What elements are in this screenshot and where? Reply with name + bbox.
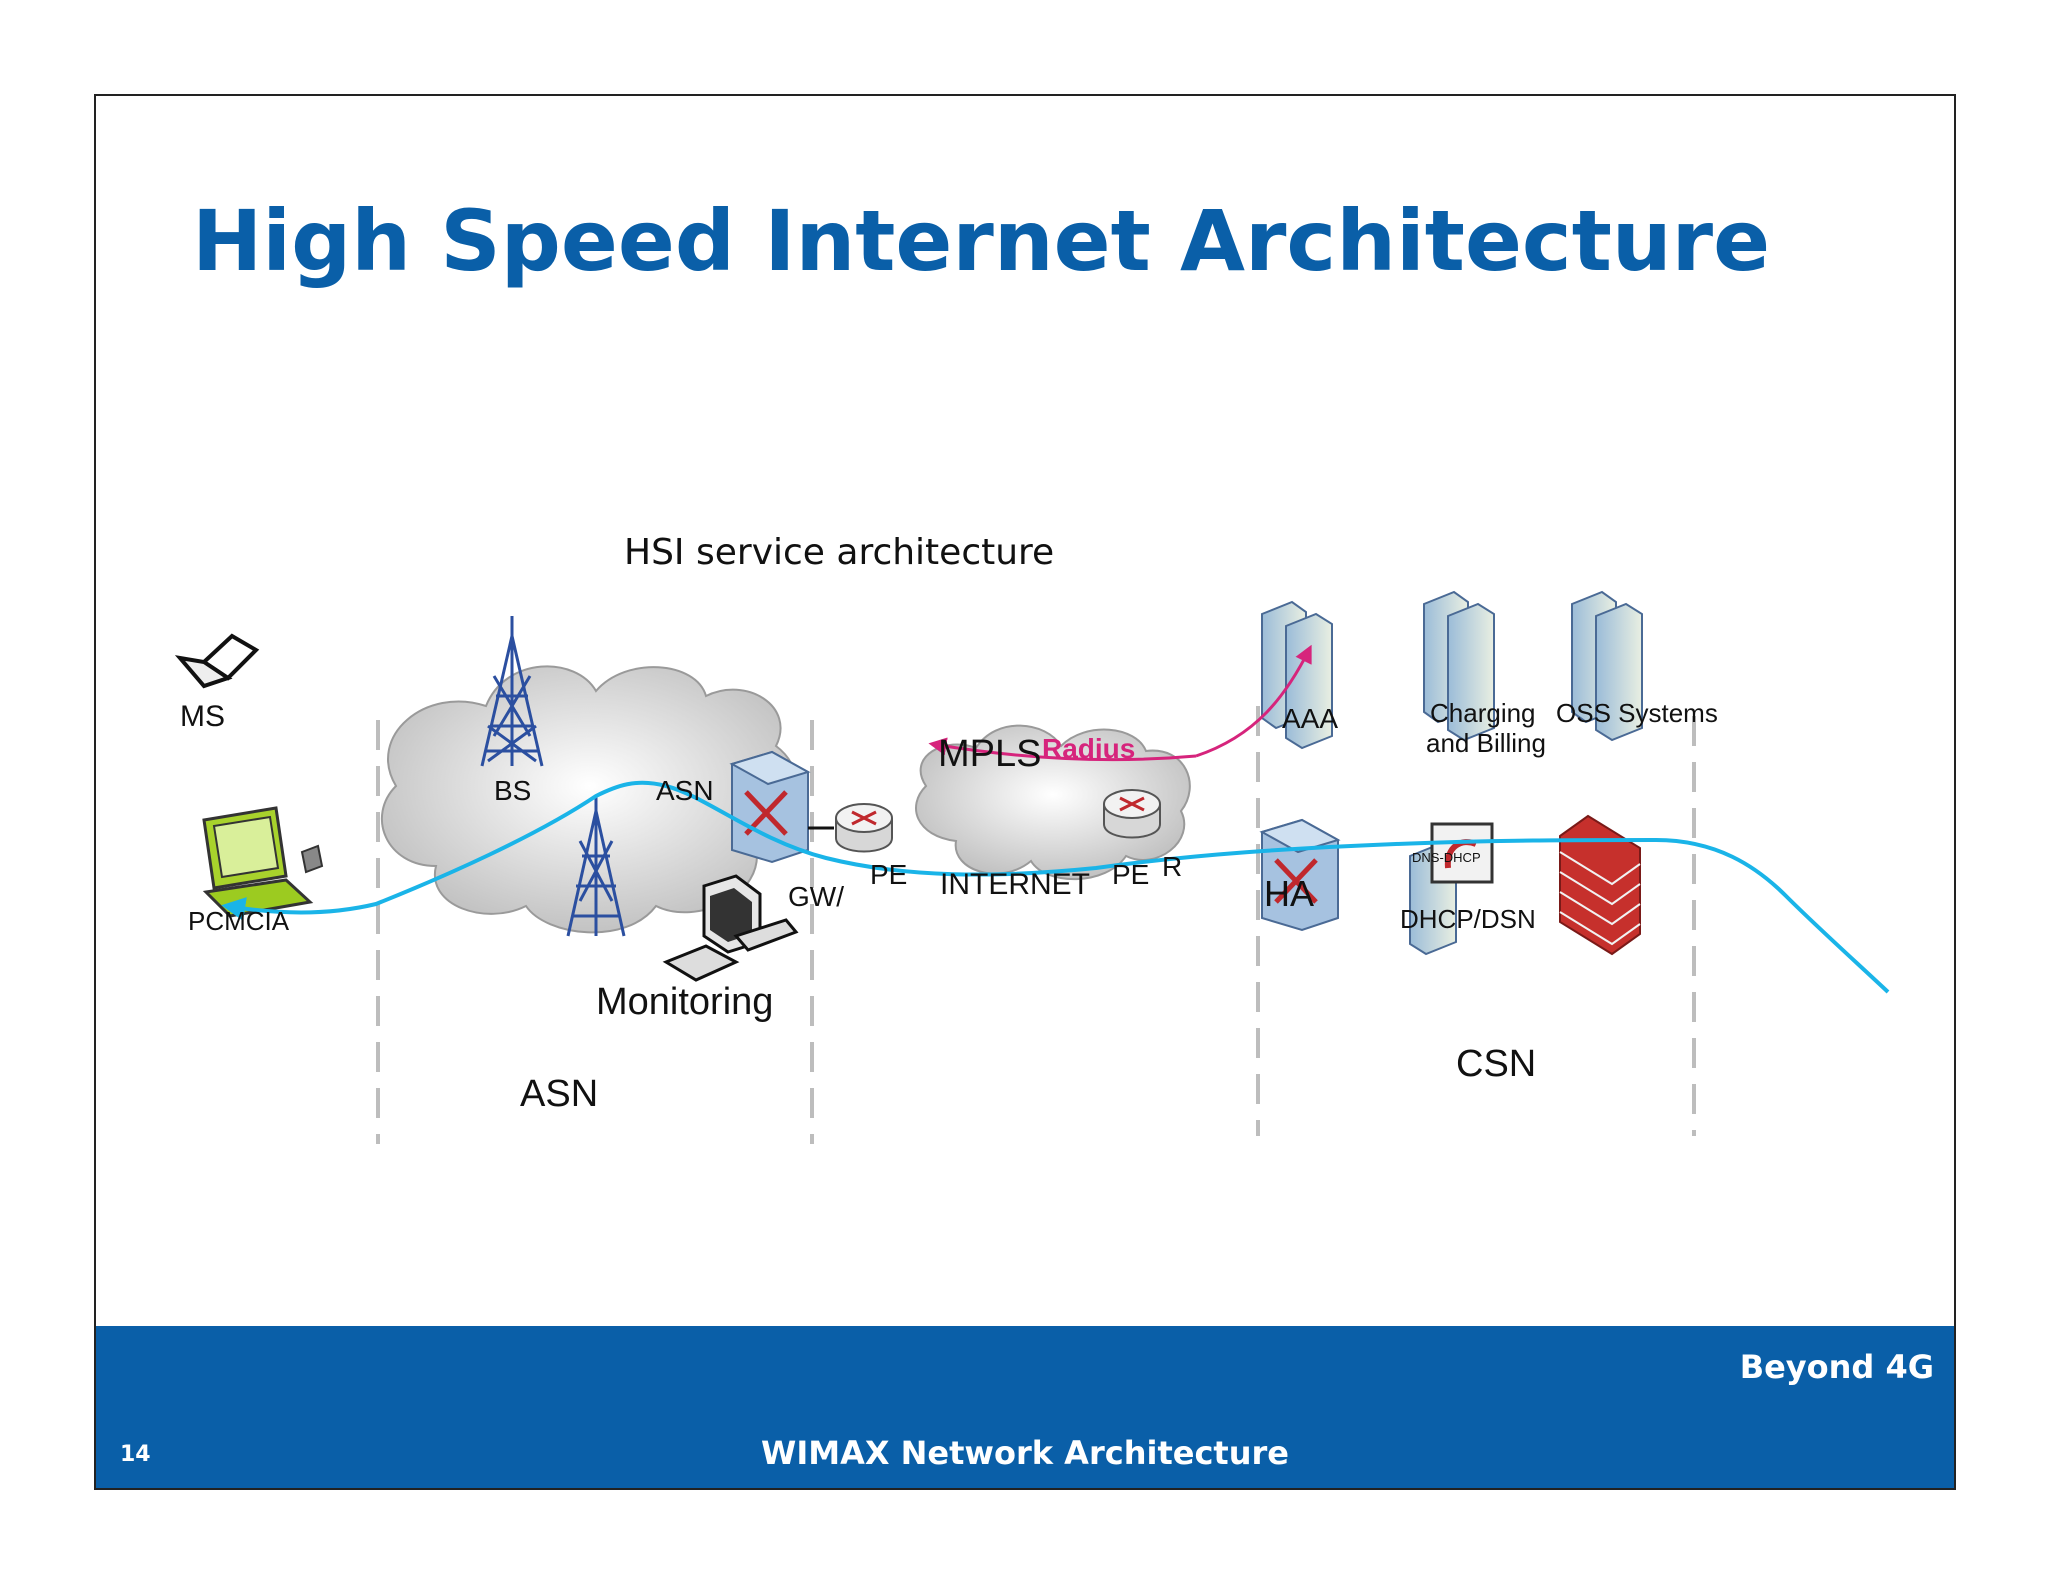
pe-router-1-icon: [835, 803, 893, 853]
monitoring-workstation-icon: [662, 874, 799, 982]
oss-server-icon: [1571, 590, 1643, 742]
label-dns-dhcp: DNS-DHCP: [1412, 850, 1481, 865]
label-csn-zone: CSN: [1456, 1043, 1536, 1085]
label-charging-2: and Billing: [1426, 728, 1546, 758]
label-internet: INTERNET: [940, 868, 1090, 901]
label-pe-2: PE: [1112, 859, 1149, 890]
slide: High Speed Internet Architecture HSI ser…: [94, 94, 1956, 1490]
asn-gw-switch-icon: [729, 750, 811, 864]
charging-server-icon: [1423, 590, 1495, 742]
ms-laptop-icon: [174, 633, 260, 689]
label-monitoring: Monitoring: [596, 981, 773, 1023]
label-aaa: AAA: [1282, 703, 1338, 734]
footer-tagline: Beyond 4G: [1739, 1348, 1934, 1386]
label-asn-gw-top: ASN: [656, 775, 714, 806]
label-pe-1: PE: [870, 859, 907, 890]
pe-router-2-icon: [1103, 789, 1161, 839]
data-flow-path: [221, 780, 1890, 994]
page-number: 14: [120, 1442, 151, 1467]
label-radius: Radius: [1042, 733, 1135, 764]
dns-dhcp-server-icon: [1409, 822, 1494, 956]
label-asn-zone: ASN: [520, 1073, 598, 1115]
slide-title: High Speed Internet Architecture: [192, 192, 1771, 290]
deck-name: WIMAX Network Architecture: [761, 1434, 1289, 1472]
slide-footer: Beyond 4G 14 WIMAX Network Architecture: [96, 1326, 1954, 1488]
label-dhcp-dsn: DHCP/DSN: [1400, 904, 1536, 934]
internet-cloud: [915, 724, 1191, 881]
radius-arrow-back: [928, 737, 1197, 762]
label-gw: GW/: [788, 881, 844, 912]
bs-tower-icon: [480, 616, 544, 767]
label-ms: MS: [180, 700, 225, 733]
firewall-icon: [1559, 814, 1641, 956]
label-bs: BS: [494, 775, 531, 806]
pcmcia-laptop-icon: [202, 806, 324, 918]
radius-arrow: [1195, 644, 1312, 758]
label-charging-1: Charging: [1430, 698, 1536, 728]
diagram-caption: HSI service architecture: [624, 532, 1054, 573]
label-pcmcia: PCMCIA: [188, 906, 290, 936]
hsi-architecture-diagram: HSI service architecture: [174, 532, 1890, 1144]
bs-tower-2-icon: [566, 796, 626, 937]
label-oss: OSS Systems: [1556, 698, 1718, 728]
label-mpls: MPLS: [938, 733, 1041, 775]
label-r: R: [1162, 851, 1182, 882]
zone-separators: [376, 706, 1696, 1144]
label-ha: HA: [1264, 873, 1314, 914]
